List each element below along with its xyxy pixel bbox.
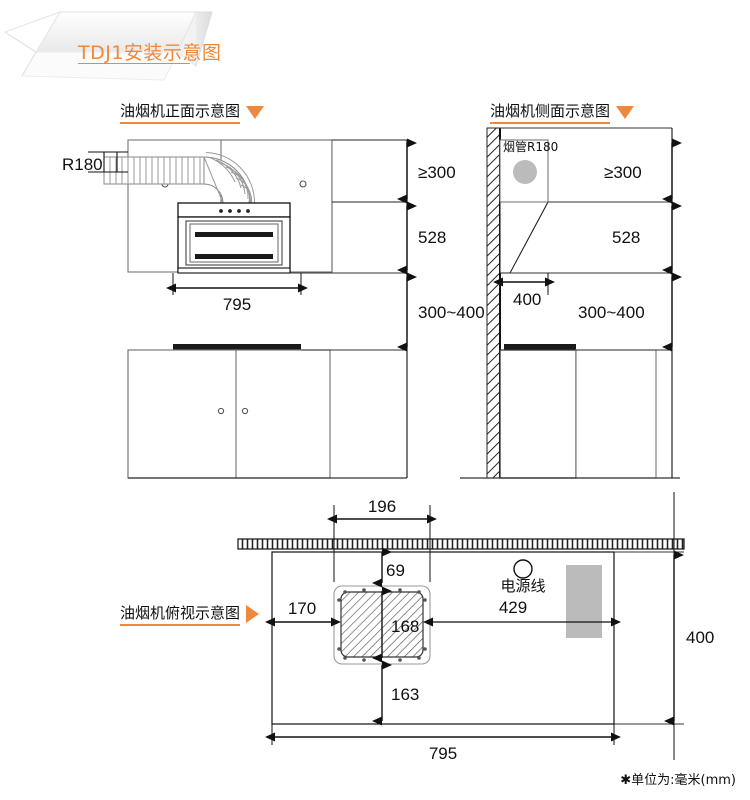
front-dim-height-value: 528: [418, 228, 446, 247]
front-base-knob-right: [241, 407, 249, 415]
banner-title: TDJ1安装示意图: [78, 42, 222, 64]
front-width-value: 795: [223, 295, 251, 314]
top-left-offset-dimension: [265, 552, 341, 724]
top-outlet-distance-value: 429: [499, 598, 527, 617]
side-base-cabinet: [499, 349, 577, 479]
side-depth-value: 400: [513, 290, 541, 309]
front-dim-top-gap-value: ≥300: [418, 163, 456, 182]
front-cabinet-knob-right: [299, 180, 307, 188]
side-cooktop: [504, 344, 576, 350]
top-duct-screw-holes: [337, 588, 427, 662]
triangle-right-icon: [246, 605, 260, 623]
front-duct-dimension: [88, 151, 128, 173]
side-view-label-text: 油烟机侧面示意图: [490, 100, 611, 124]
front-dim-counter-gap-value: 300~400: [418, 303, 485, 322]
banner-underline: [78, 63, 190, 64]
front-base-cabinet-body: [127, 349, 331, 479]
front-upper-cabinet-right: [331, 139, 408, 203]
side-depth-dimension: [493, 273, 555, 295]
top-wall-slab: [237, 538, 685, 550]
front-hood-body: [177, 202, 291, 274]
side-extension-lines: [500, 127, 672, 351]
top-front-offset-value: 163: [391, 685, 419, 704]
top-cabinet-width-value: 795: [429, 744, 457, 763]
front-cooktop: [173, 344, 301, 350]
title-banner: TDJ1安装示意图: [0, 0, 262, 92]
side-wall: [486, 127, 501, 479]
front-view-drawing: R180: [62, 138, 485, 479]
top-duct-depth-value: 168: [391, 617, 419, 636]
top-cabinet-depth-dimension: [614, 492, 684, 760]
hood-grease-bar-top: [195, 232, 273, 237]
triangle-down-icon: [616, 105, 635, 119]
side-base-cabinet-right: [575, 349, 657, 479]
side-duct-circle-icon: [513, 160, 537, 184]
top-cabinet-depth-value: 400: [686, 628, 714, 647]
front-view-label: 油烟机正面示意图: [120, 100, 265, 124]
triangle-down-icon: [246, 105, 265, 119]
top-left-offset-value: 170: [288, 599, 316, 618]
top-view-label-text: 油烟机俯视示意图: [120, 602, 241, 626]
banner-ribbon-icon: [3, 11, 213, 81]
top-wall-to-duct-value: 69: [386, 561, 405, 580]
front-base-knob-left: [217, 407, 225, 415]
top-cabinet-width-dimension: [265, 724, 621, 745]
top-duct-width-dimension: [327, 505, 437, 582]
top-duct-width-value: 196: [368, 497, 396, 516]
front-duct: [103, 152, 256, 212]
hood-control-buttons: [219, 209, 250, 213]
hood-base-strip: [177, 267, 291, 274]
front-view-label-text: 油烟机正面示意图: [120, 100, 241, 124]
power-outlet-icon: [513, 559, 533, 579]
side-hood-profile: [499, 201, 549, 274]
top-cabinet-outline: [271, 551, 615, 725]
hood-grease-bar-bottom: [195, 254, 273, 259]
front-width-dimension: [166, 273, 308, 295]
top-view-drawing: 196 69 170 168 163: [237, 492, 714, 763]
side-dim-counter-gap-value: 300~400: [578, 303, 645, 322]
front-extension-lines: [290, 139, 407, 351]
side-dim-height-value: 528: [612, 228, 640, 247]
power-cord-label: 电源线: [500, 577, 545, 595]
side-view-label: 油烟机侧面示意图: [490, 100, 635, 124]
top-view-label: 油烟机俯视示意图: [120, 602, 260, 626]
power-outlet-zone: [566, 565, 602, 638]
side-duct-label: 烟管R180: [503, 139, 558, 154]
hood-control-panel: [177, 202, 291, 218]
units-footnote: ✱单位为:毫米(mm): [620, 773, 736, 788]
side-view-drawing: 烟管R180 ≥300 52: [460, 127, 682, 479]
front-duct-label: R180: [62, 155, 103, 174]
front-base-cabinet: [127, 344, 407, 479]
side-dim-top-gap-value: ≥300: [604, 163, 642, 182]
